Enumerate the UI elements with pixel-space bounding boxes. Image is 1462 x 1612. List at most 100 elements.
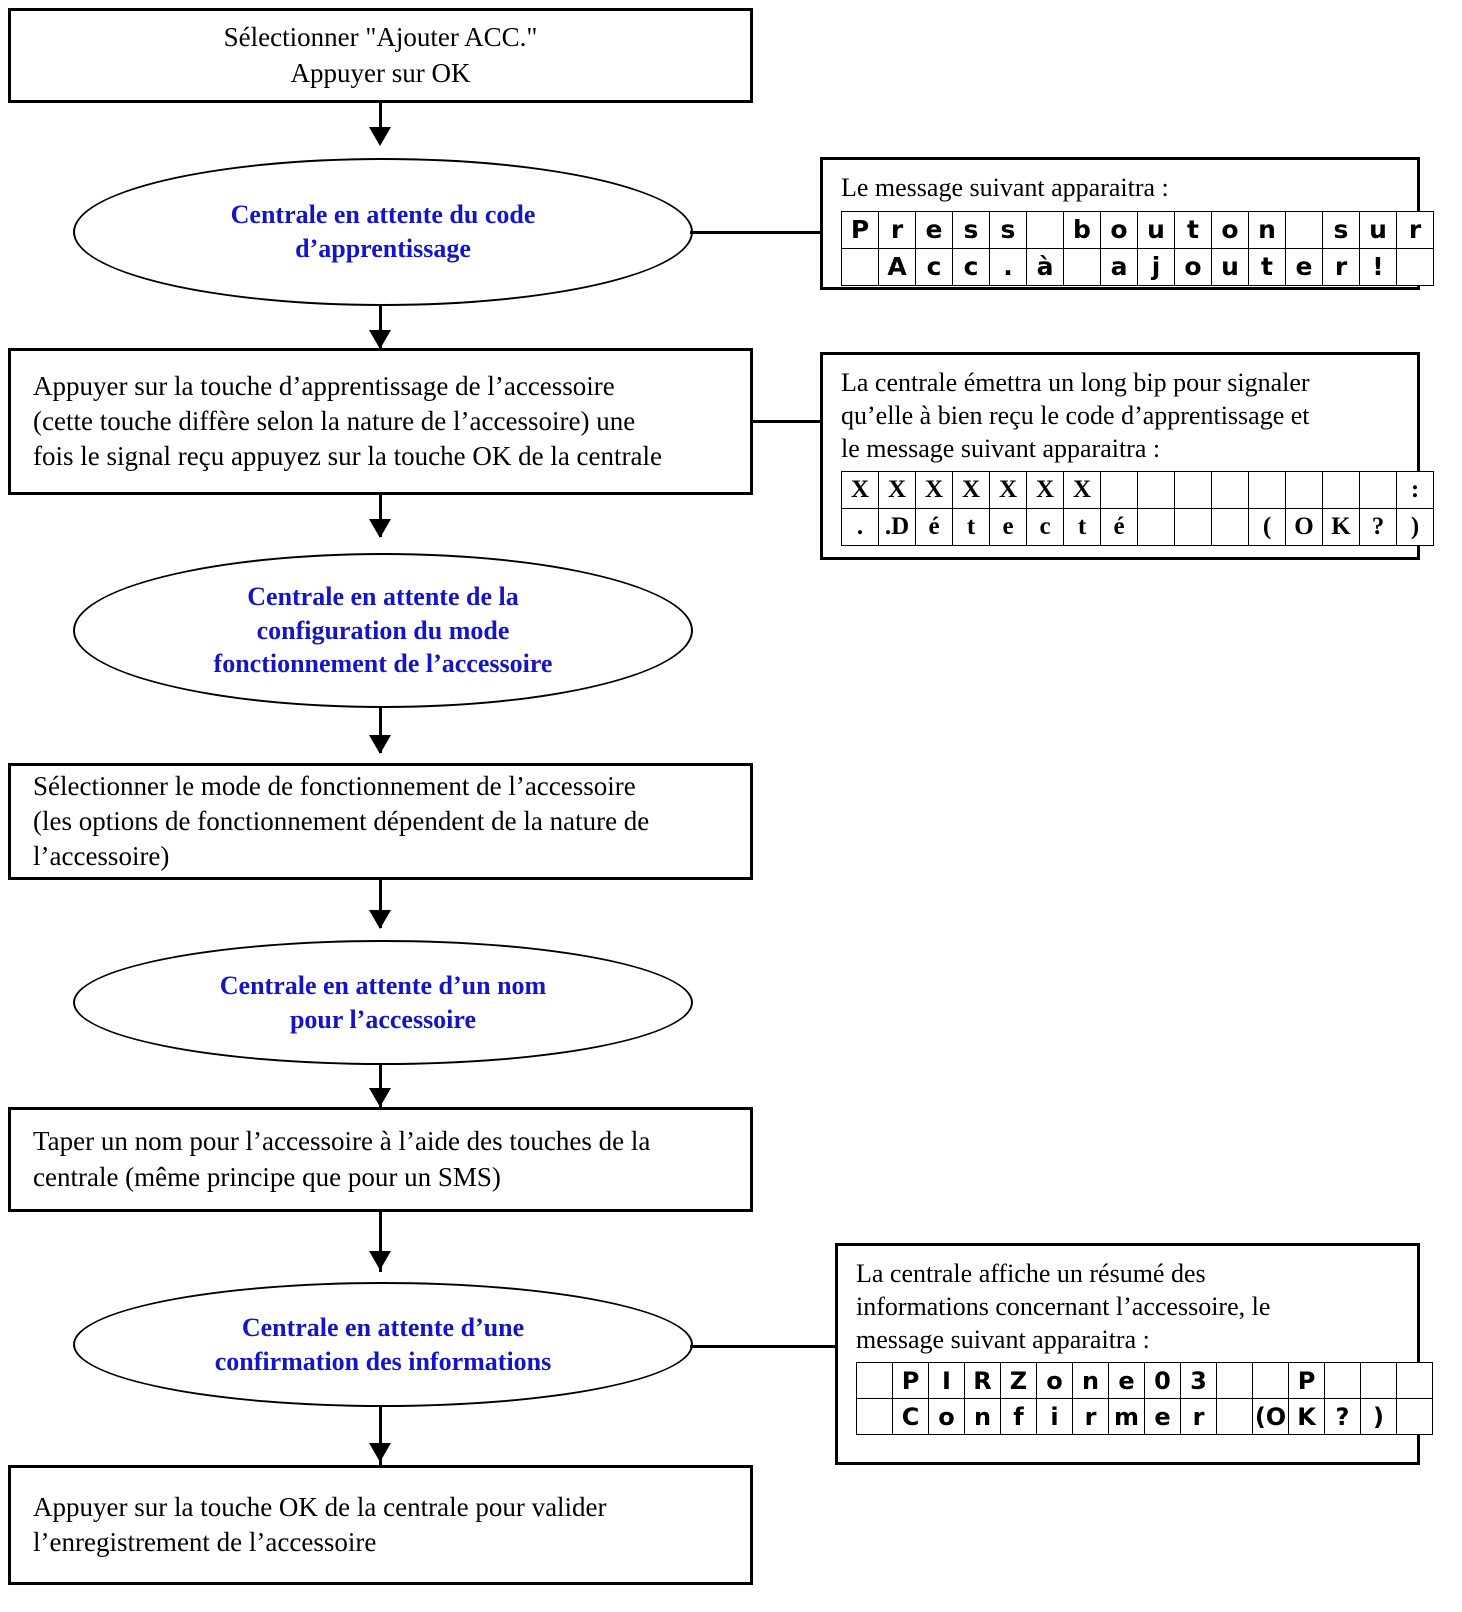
lcd-cell: (O (1252, 1398, 1289, 1436)
lcd-cell (1252, 1362, 1289, 1400)
lcd-cell: X (878, 471, 916, 510)
lcd-cell: n (1072, 1362, 1109, 1400)
lcd-cell: b (1063, 210, 1101, 249)
lcd-cell: s (952, 210, 990, 249)
lcd-cell: 3 (1180, 1362, 1217, 1400)
lcd-cell: X (952, 471, 990, 510)
node-state-3-label: Centrale en attente d’un nom pour l’acce… (219, 970, 547, 1034)
lcd-cell (1248, 471, 1286, 510)
connector-start-to-state1 (379, 103, 382, 143)
node-state-4: Centrale en attente d’une confirmation d… (73, 1282, 693, 1407)
lcd-cell: é (1100, 508, 1138, 547)
node-action-1: Appuyer sur la touche d’apprentissage de… (8, 348, 753, 495)
lcd-cell: K (1288, 1398, 1325, 1436)
lcd-cell: t (952, 508, 990, 547)
note-1-text: Le message suivant apparaitra : (841, 173, 1169, 202)
lcd-cell (1100, 471, 1138, 510)
node-state-2-label: Centrale en attente de la configuration … (213, 581, 553, 679)
lcd-cell: n (964, 1398, 1001, 1436)
lcd-cell (1285, 471, 1323, 510)
lcd-cell: c (915, 247, 953, 286)
lcd-cell: ) (1396, 508, 1434, 547)
lcd-cell: i (1036, 1398, 1073, 1436)
lcd-cell: é (915, 508, 953, 547)
lcd-cell (1216, 1362, 1253, 1400)
node-action-3: Taper un nom pour l’accessoire à l’aide … (8, 1107, 753, 1212)
lcd-cell (1360, 1362, 1397, 1400)
lcd-cell: r (1180, 1398, 1217, 1436)
lcd-cell: e (915, 210, 953, 249)
lcd-cell (1174, 471, 1212, 510)
connector-state4-to-action4 (379, 1407, 382, 1465)
node-action-4-label: Appuyer sur la touche OK de la centrale … (33, 1491, 607, 1557)
lcd-cell (1396, 1362, 1433, 1400)
lcd-cell: X (989, 471, 1027, 510)
lcd-cell: r (878, 210, 916, 249)
node-action-1-label: Appuyer sur la touche d’apprentissage de… (33, 370, 662, 472)
connector-action3-to-state4 (379, 1212, 382, 1272)
lcd-cell: ? (1359, 508, 1397, 547)
connector-action2-to-state3 (379, 880, 382, 928)
lcd-cell (1211, 471, 1249, 510)
lcd-cell: r (1072, 1398, 1109, 1436)
lcd-cell: . (989, 247, 1027, 286)
lcd-cell (841, 247, 879, 286)
lcd-cell: O (1285, 508, 1323, 547)
lcd-cell: X (1063, 471, 1101, 510)
lcd-cell: K (1322, 508, 1360, 547)
lcd-cell: t (1248, 247, 1286, 286)
lcd-cell (1322, 471, 1360, 510)
arrowhead-state3-to-action3 (369, 1088, 391, 1107)
lcd-cell (1137, 471, 1175, 510)
lcd-cell: I (928, 1362, 965, 1400)
lcd-cell: P (1288, 1362, 1325, 1400)
note-3: La centrale affiche un résumé des inform… (835, 1243, 1433, 1465)
lcd-cell: X (915, 471, 953, 510)
arrowhead-action2-to-state3 (369, 910, 391, 929)
lcd-cell: m (1108, 1398, 1145, 1436)
lcd-cell: X (1026, 471, 1064, 510)
lcd-cell: c (952, 247, 990, 286)
lcd-cell (1396, 1398, 1433, 1436)
node-state-1: Centrale en attente du code d’apprentiss… (73, 158, 693, 306)
lcd-cell: u (1211, 247, 1249, 286)
lcd-cell: t (1063, 508, 1101, 547)
lcd-cell (1211, 508, 1249, 547)
lcd-cell: j (1137, 247, 1175, 286)
lcd-cell (1137, 508, 1175, 547)
lcd-cell (856, 1362, 893, 1400)
lcd-cell: t (1174, 210, 1212, 249)
lcd-cell: e (1108, 1362, 1145, 1400)
node-action-2-label: Sélectionner le mode de fonctionnement d… (33, 770, 650, 872)
lcd-cell: . (841, 508, 879, 547)
lcd-cell (856, 1398, 893, 1436)
node-action-3-label: Taper un nom pour l’accessoire à l’aide … (33, 1126, 651, 1192)
node-action-4: Appuyer sur la touche OK de la centrale … (8, 1465, 753, 1585)
lcd-cell: ( (1248, 508, 1286, 547)
lcd-cell: u (1359, 210, 1397, 249)
connector-state2-to-action2 (379, 708, 382, 753)
lcd-cell: r (1396, 210, 1434, 249)
lcd-cell: ? (1324, 1398, 1361, 1436)
lcd-cell (1359, 471, 1397, 510)
lcd-cell (1216, 1398, 1253, 1436)
arrowhead-state1-to-action1 (369, 330, 391, 349)
lcd-cell: n (1248, 210, 1286, 249)
lcd-cell (1324, 1362, 1361, 1400)
lcd-cell: a (1100, 247, 1138, 286)
note-3-text: La centrale affiche un résumé des inform… (856, 1259, 1271, 1354)
lcd-cell: X (841, 471, 879, 510)
connector-state1-to-note1 (690, 231, 820, 234)
lcd-cell: o (1036, 1362, 1073, 1400)
node-state-2: Centrale en attente de la configuration … (73, 553, 693, 708)
